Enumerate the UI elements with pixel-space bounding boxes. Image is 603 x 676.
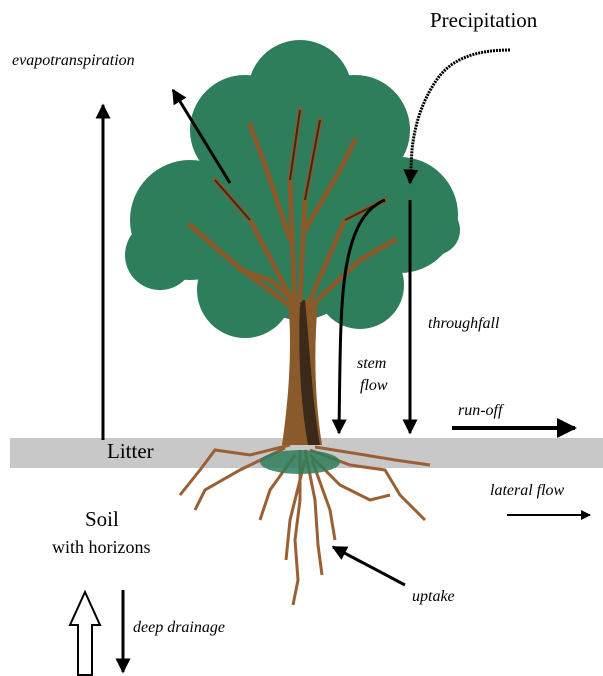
- precipitation-label: Precipitation: [430, 8, 537, 33]
- run-off-label: run-off: [458, 402, 502, 420]
- throughfall-label: throughfall: [428, 315, 499, 333]
- soil-label: Soil: [85, 507, 119, 532]
- stem-flow-label-line2: flow: [360, 377, 388, 395]
- lateral-flow-label: lateral flow: [490, 482, 564, 500]
- litter-label: Litter: [107, 439, 154, 464]
- deep-drainage-label: deep drainage: [133, 619, 225, 637]
- soil-horizons-label: with horizons: [52, 537, 151, 558]
- uptake-arrow: [333, 547, 405, 585]
- evapotranspiration-label: evapotranspiration: [12, 52, 135, 70]
- upward-hollow-arrow: [70, 592, 100, 675]
- uptake-label: uptake: [412, 588, 455, 606]
- stem-flow-label-line1: stem: [357, 355, 386, 373]
